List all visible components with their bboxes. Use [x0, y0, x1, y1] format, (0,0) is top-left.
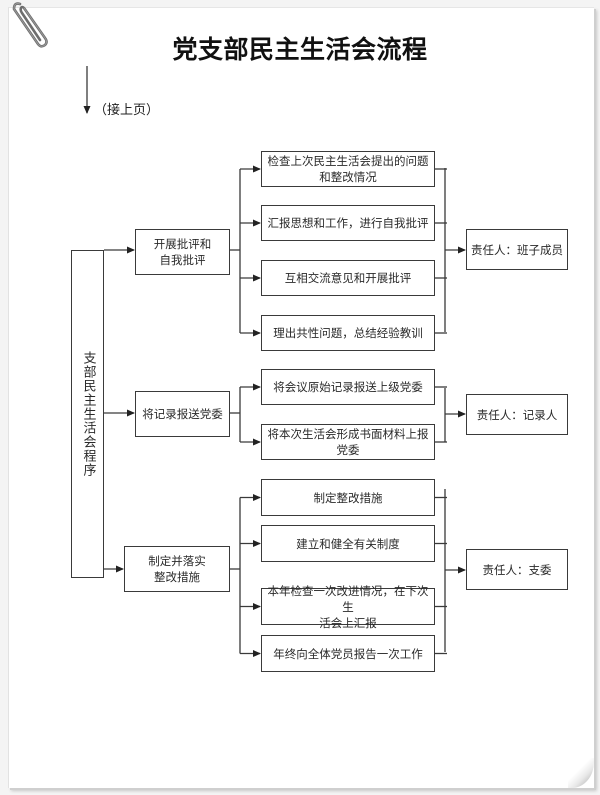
task-box-line: 党委 [336, 443, 360, 457]
step-box-line: 整改措施 [154, 570, 200, 584]
root-process-box: 支部民主生活会程序 [71, 250, 104, 578]
task-box-line: 检查上次民主生活会提出的问题 [267, 154, 429, 168]
task-box-text: 年终向全体党员报告一次工作 [273, 646, 423, 662]
task-box-line: 和整改情况 [319, 170, 377, 184]
step-box-text: 将记录报送党委 [142, 406, 223, 422]
continued-from-previous-page-label: （接上页） [94, 103, 160, 118]
step-box-line: 自我批评 [159, 253, 206, 267]
task-box-line: 汇报思想和工作，进行自我批评 [267, 216, 429, 230]
task-box-line: 将会议原始记录报送上级党委 [273, 380, 423, 394]
step-box-text: 制定并落实整改措施 [148, 553, 206, 585]
step-box-line: 将记录报送党委 [142, 407, 223, 421]
responsible-party-label: 责任人：支委 [482, 562, 552, 577]
task-box-line: 制定整改措施 [313, 490, 383, 505]
step-box: 将记录报送党委 [135, 391, 230, 437]
task-box-text: 建立和健全有关制度 [296, 536, 400, 552]
root-process-label: 支部民主生活会程序 [80, 351, 96, 477]
task-box-text: 检查上次民主生活会提出的问题和整改情况 [268, 153, 429, 185]
step-box: 开展批评和自我批评 [135, 229, 230, 275]
responsible-party-box: 责任人：支委 [466, 549, 568, 590]
task-box-line: 建立和健全有关制度 [296, 536, 400, 551]
step-box-text: 开展批评和自我批评 [154, 236, 212, 268]
task-box-text: 理出共性问题，总结经验教训 [273, 325, 423, 341]
task-box: 汇报思想和工作，进行自我批评 [261, 205, 435, 241]
paperclip-icon [12, 2, 48, 48]
task-box-line: 互相交流意见和开展批评 [284, 271, 412, 285]
task-box: 理出共性问题，总结经验教训 [261, 315, 435, 351]
task-box: 将会议原始记录报送上级党委 [261, 369, 435, 405]
step-box: 制定并落实整改措施 [124, 546, 230, 592]
responsible-party-label: 责任人：记录人 [476, 407, 558, 422]
task-box: 互相交流意见和开展批评 [261, 260, 435, 296]
task-box-text: 制定整改措施 [314, 490, 383, 506]
task-box-line: 理出共性问题，总结经验教训 [273, 326, 423, 340]
task-box-text: 汇报思想和工作，进行自我批评 [268, 215, 429, 231]
task-box-line: 年终向全体党员报告一次工作 [273, 646, 423, 661]
responsible-party-box: 责任人：班子成员 [466, 229, 568, 270]
responsible-party-box: 责任人：记录人 [466, 394, 568, 435]
task-box-text: 互相交流意见和开展批评 [285, 270, 412, 286]
task-box-line: 本年检查一次改进情况，在下次生 [267, 583, 429, 614]
task-box-text: 本年检查一次改进情况，在下次生活会上汇报 [266, 583, 430, 631]
page-title: 党支部民主生活会流程 [172, 35, 428, 64]
responsible-party-label: 责任人：班子成员 [471, 242, 563, 257]
task-box: 将本次生活会形成书面材料上报党委 [261, 424, 435, 460]
task-box-text: 将本次生活会形成书面材料上报党委 [268, 426, 429, 458]
task-box-line: 活会上汇报 [319, 615, 377, 630]
task-box: 建立和健全有关制度 [261, 525, 435, 562]
task-box: 制定整改措施 [261, 479, 435, 516]
task-box: 本年检查一次改进情况，在下次生活会上汇报 [261, 584, 435, 630]
task-box-text: 将会议原始记录报送上级党委 [273, 379, 423, 395]
task-box: 年终向全体党员报告一次工作 [261, 635, 435, 672]
step-box-line: 开展批评和 [153, 237, 212, 251]
task-box: 检查上次民主生活会提出的问题和整改情况 [261, 151, 435, 187]
step-box-line: 制定并落实 [148, 554, 206, 568]
task-box-line: 将本次生活会形成书面材料上报 [267, 427, 429, 441]
